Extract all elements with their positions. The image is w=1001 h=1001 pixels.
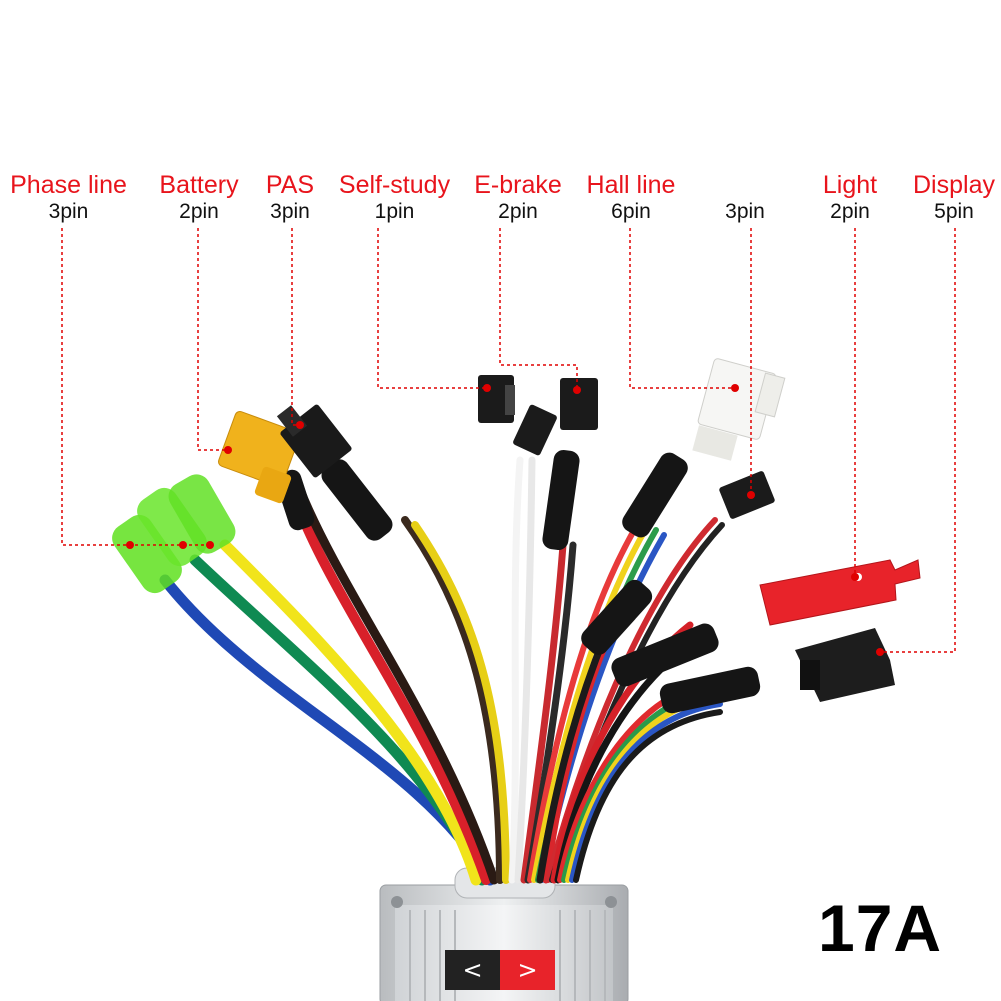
label-pins: 2pin <box>830 200 870 223</box>
current-rating: 17A <box>818 891 943 965</box>
label-pins: 6pin <box>611 200 651 223</box>
chevron-right-icon: > <box>517 956 538 984</box>
label-name: E-brake <box>474 171 562 199</box>
screw-icon <box>391 896 403 908</box>
phase-connectors <box>112 474 236 594</box>
chevron-left-icon: < <box>462 956 483 984</box>
label-battery: Battery 2pin <box>150 171 248 225</box>
display-connector <box>795 628 895 702</box>
brake-connectors <box>478 375 598 456</box>
label-e-brake: E-brake 2pin <box>463 171 573 225</box>
label-pins: 1pin <box>374 200 415 223</box>
battery-connector <box>218 411 300 504</box>
prev-button[interactable]: < <box>445 950 500 990</box>
next-button[interactable]: > <box>500 950 555 990</box>
label-light: Light 2pin <box>810 171 890 225</box>
heat-shrink-sleeves <box>275 449 761 714</box>
label-name: Battery <box>159 171 239 199</box>
label-pins: 2pin <box>179 200 219 223</box>
label-name: Self-study <box>338 171 451 199</box>
callout-dots <box>126 384 884 656</box>
label-display: Display 5pin <box>907 171 1001 225</box>
wire-bundle <box>159 456 725 886</box>
label-hall-line: Hall line 6pin <box>576 171 686 225</box>
label-name: Display <box>913 171 995 199</box>
label-pins: 2pin <box>498 200 538 223</box>
label-pins: 3pin <box>725 200 765 223</box>
label-hall-sub: 3pin <box>712 171 778 225</box>
label-self-study: Self-study 1pin <box>327 171 462 225</box>
screw-icon <box>605 896 617 908</box>
label-name: PAS <box>265 171 315 199</box>
label-name <box>712 171 778 199</box>
label-name: Phase line <box>10 171 127 199</box>
label-pins: 5pin <box>934 200 974 223</box>
light-connector <box>759 559 921 626</box>
label-pins: 3pin <box>48 200 89 223</box>
callout-lines <box>61 228 956 653</box>
label-pins: 3pin <box>270 200 310 223</box>
label-phase-line: Phase line 3pin <box>0 171 137 225</box>
label-name: Light <box>822 171 878 199</box>
label-pas: PAS 3pin <box>257 171 323 225</box>
label-name: Hall line <box>586 171 676 199</box>
hall-connector <box>692 358 786 461</box>
